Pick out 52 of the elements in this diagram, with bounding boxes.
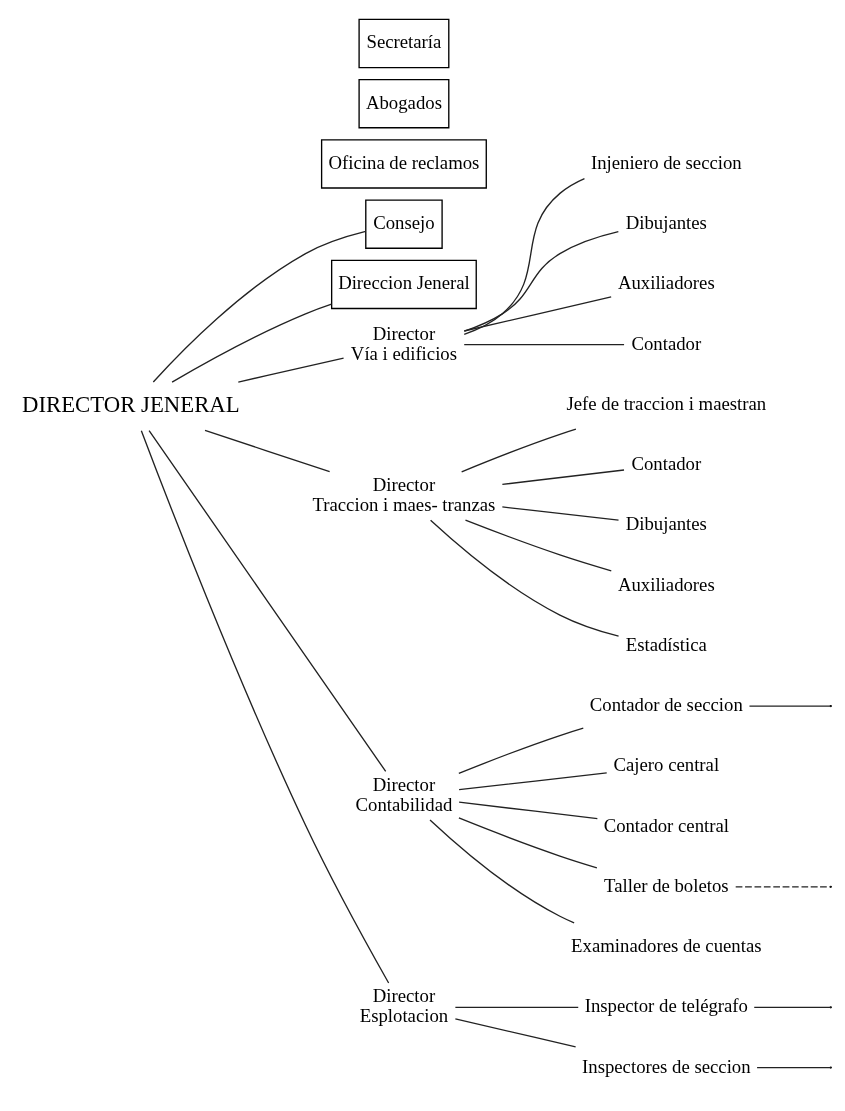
connector [140,430,390,984]
connector [204,429,331,473]
node-text: DIRECTOR JENERAL [22,391,240,417]
connector [756,1066,831,1069]
node-text: Contador de seccion [589,694,743,716]
node-text: Inspector de telégrafo [584,995,748,1017]
connector [461,428,577,473]
connector [171,303,333,383]
node-text: Taller de boletos [604,874,729,896]
node-text: Dibujantes [625,212,707,234]
connector [458,801,599,820]
node-text: Examinadores de cuentas [571,935,762,957]
node-text: Estadística [625,633,707,655]
node-text: Inspectores de seccion [582,1055,751,1077]
connector [454,1006,579,1008]
connector [454,1018,577,1048]
connector [148,429,387,773]
node-box: Abogados [358,78,450,129]
connector [458,817,598,869]
node-text: Dibujantes [625,513,707,535]
node-text: Auxiliadores [617,272,715,294]
connector [753,1006,831,1008]
connector [429,819,575,924]
node-text: Director Traccion i maes- tranzas [312,473,496,515]
connector [463,344,625,346]
connector [237,357,345,383]
node-box: Secretaría [358,18,450,69]
node-box: Direccion Jeneral [331,259,477,310]
node-text: Jefe de traccion i maestran [566,392,767,414]
connector [152,230,367,383]
node-box: Oficina de reclamos [320,139,487,189]
connector [464,519,612,572]
connector [463,230,619,332]
node-text: Director Esplotacion [359,985,449,1027]
connector [463,177,586,335]
connector [501,506,620,521]
node-text: Contador central [603,814,730,836]
node-text: Injeniero de seccion [590,151,742,173]
connector [501,469,625,486]
connector [735,886,831,888]
node-box: Consejo [365,199,443,249]
connector [748,705,831,707]
connector [458,772,608,791]
connector [458,727,584,775]
node-text: Cajero central [613,754,720,776]
connector [429,519,620,637]
node-text: Contador [631,453,702,475]
node-text: Contador [631,332,702,354]
connector [463,296,612,332]
node-text: Director Contabilidad [355,773,453,815]
node-text: Director Vía i edificios [350,322,458,364]
node-text: Auxiliadores [617,573,715,595]
